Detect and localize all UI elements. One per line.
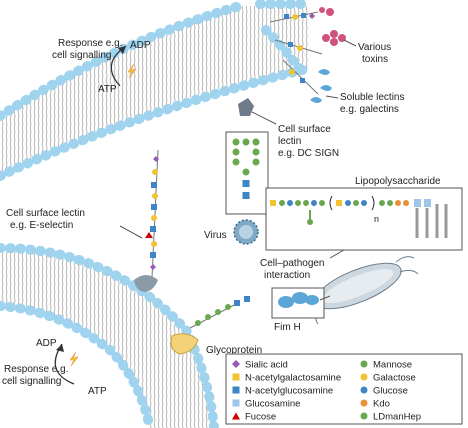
dc-sign-lectin-icon [238, 98, 277, 125]
lightning-icon [127, 63, 137, 79]
cell-pathogen-label-2: interaction [264, 270, 310, 281]
legend-symbol [360, 399, 368, 407]
adp-bottom-label: ADP [36, 338, 57, 349]
legend-label: Galactose [373, 373, 416, 384]
virus-glycan-box [225, 131, 269, 215]
legend-label: LDmanHep [373, 412, 421, 423]
lower-cell-membrane [0, 243, 219, 428]
e-selectin-glycan-chain [145, 149, 159, 279]
soluble-lectins-label: Soluble lectins [340, 92, 404, 103]
response-top-label-2: cell signalling [52, 50, 111, 61]
cell-pathogen-label: Cell–pathogen [260, 258, 325, 269]
legend-label: Sialic acid [245, 360, 288, 371]
cell-surface-lectin-top-label: Cell surface [278, 124, 331, 135]
virus-icon [233, 219, 259, 245]
legend-symbol [232, 399, 240, 407]
soluble-lectin-icon [310, 69, 339, 103]
virus-label: Virus [204, 230, 227, 241]
glycoprotein-label: Glycoprotein [206, 345, 262, 356]
lipopolysaccharide-box [265, 187, 463, 251]
cell-surface-lectin-left-label: Cell surface lectin [6, 208, 85, 219]
atp-top-label: ATP [98, 84, 117, 95]
legend-item: Kdo [360, 399, 390, 410]
legend-symbol [232, 412, 240, 420]
legend-symbol [360, 360, 368, 368]
legend-symbol [360, 412, 368, 420]
response-bottom-label: Response e.g. [4, 364, 69, 375]
soluble-lectins-label-2: e.g. galectins [340, 104, 399, 115]
legend: Sialic acidN-acetylgalactosamineN-acetyl… [225, 353, 463, 425]
fimh-box [271, 287, 331, 319]
e-selectin-lectin-icon [119, 225, 158, 292]
legend-item: Mannose [360, 360, 412, 371]
fimh-label: Fim H [274, 322, 301, 333]
legend-item: Glucosamine [232, 399, 300, 410]
glycoprotein-icon [170, 296, 250, 355]
toxins-label-2: toxins [362, 54, 388, 65]
toxins-label: Various [358, 42, 391, 53]
legend-symbol [232, 373, 240, 381]
legend-label: Mannose [373, 360, 412, 371]
legend-label: N-acetylglucosamine [245, 386, 333, 397]
cell-surface-lectin-top-label-2: lectin [278, 136, 301, 147]
atp-bottom-label: ATP [88, 386, 107, 397]
legend-symbol [232, 360, 240, 368]
lightning-icon-bottom [69, 351, 79, 367]
legend-symbol [360, 386, 368, 394]
legend-label: Fucose [245, 412, 276, 423]
legend-label: N-acetylgalactosamine [245, 373, 341, 384]
upper-cell-membrane [0, 0, 315, 181]
adp-top-label: ADP [130, 40, 151, 51]
response-bottom-label-2: cell signalling [2, 376, 61, 387]
legend-item: Galactose [360, 373, 416, 384]
lps-n-label: n [374, 214, 379, 224]
lps-label: Lipopolysaccharide [355, 176, 441, 187]
response-top-label: Response e.g. [58, 38, 123, 49]
cell-surface-lectin-left-label-2: e.g. E-selectin [10, 220, 73, 231]
legend-item: Fucose [232, 412, 276, 423]
upper-glycan-chains [269, 11, 323, 95]
upper-atp-adp-arrow [110, 45, 137, 87]
legend-label: Glucose [373, 386, 408, 397]
cell-surface-lectin-top-label-3: e.g. DC SIGN [278, 148, 339, 159]
legend-item: Sialic acid [232, 360, 288, 371]
legend-item: N-acetylglucosamine [232, 386, 333, 397]
legend-symbol [232, 386, 240, 394]
legend-item: N-acetylgalactosamine [232, 373, 341, 384]
lower-atp-adp-arrow [54, 343, 79, 385]
legend-label: Glucosamine [245, 399, 300, 410]
legend-label: Kdo [373, 399, 390, 410]
bacterium-icon [314, 249, 419, 325]
legend-symbol [360, 373, 368, 381]
toxin-icon [319, 7, 357, 47]
legend-item: LDmanHep [360, 412, 421, 423]
legend-item: Glucose [360, 386, 408, 397]
